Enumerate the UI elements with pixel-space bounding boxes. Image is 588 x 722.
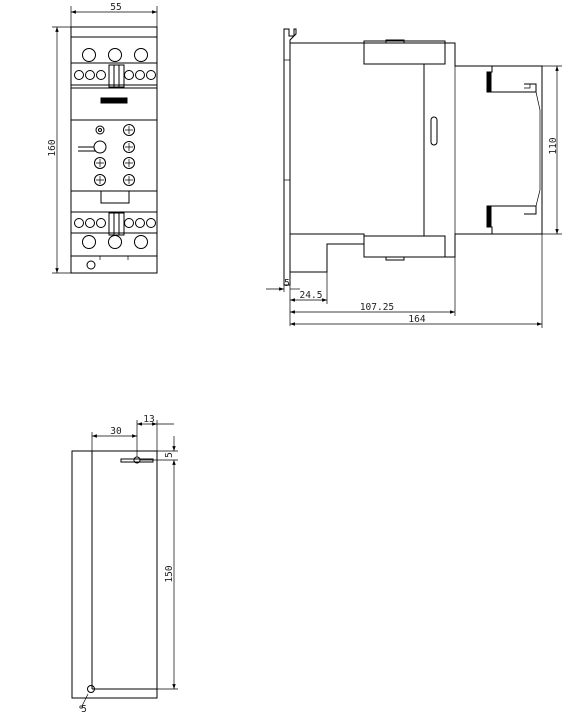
mount-offset-b-dimension: 13 xyxy=(143,414,154,425)
side-offset-dimension: 5 xyxy=(284,278,290,289)
front-height-dimension: 160 xyxy=(47,139,58,156)
mount-hole-pitch-dimension: 150 xyxy=(164,565,175,582)
mounting-view: 30 13 5 150 5 xyxy=(71,414,178,715)
side-depth-a-dimension: 24.5 xyxy=(300,290,323,301)
mount-offset-a-dimension: 30 xyxy=(110,426,122,437)
side-height-dimension: 110 xyxy=(548,137,559,154)
front-view: 55 160 xyxy=(47,2,158,274)
side-total-depth-dimension: 164 xyxy=(408,314,425,325)
mount-top-gap-dimension: 5 xyxy=(164,452,175,458)
mount-hole-diameter-dimension: 5 xyxy=(81,704,87,715)
side-view: 110 5 24.5 107.25 164 xyxy=(266,28,562,328)
front-width-dimension: 55 xyxy=(110,2,121,13)
side-depth-b-dimension: 107.25 xyxy=(360,302,394,313)
